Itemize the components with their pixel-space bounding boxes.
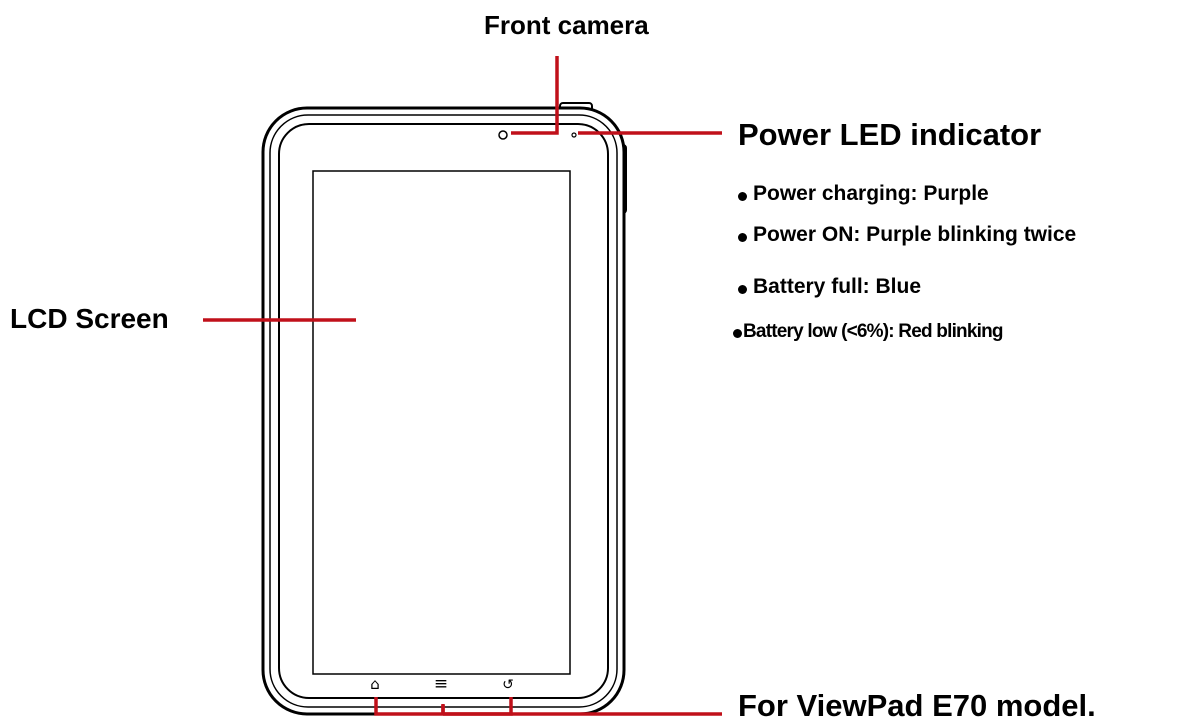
led-state-item: Power ON: Purple blinking twice <box>738 224 1076 245</box>
led-state-item: Power charging: Purple <box>738 183 989 204</box>
bullet-icon <box>738 192 747 201</box>
led-state-text: Battery full: Blue <box>753 275 922 298</box>
led-state-item: Battery full: Blue <box>738 276 921 297</box>
callout-lines <box>203 56 722 716</box>
front-camera-lens <box>498 130 508 140</box>
tablet-front-face <box>278 123 609 699</box>
lcd-screen-label: LCD Screen <box>10 303 169 334</box>
front-camera-label: Front camera <box>484 10 649 40</box>
led-state-text: Power charging: Purple <box>753 182 989 205</box>
led-state-text: Power ON: Purple blinking twice <box>753 223 1077 246</box>
power-led-label: Power LED indicator <box>738 117 1042 152</box>
bullet-icon <box>733 329 742 338</box>
menu-icon: ≡ <box>434 674 448 694</box>
front-camera-callout <box>511 56 559 135</box>
model-note-label: For ViewPad E70 model. <box>738 688 1096 723</box>
bullet-icon <box>738 285 747 294</box>
led-state-item: Battery low (<6%): Red blinking <box>733 321 1004 342</box>
back-icon: ↺ <box>502 677 514 693</box>
home-icon: ⌂ <box>370 675 380 693</box>
bullet-icon <box>738 233 747 242</box>
power-led <box>571 132 577 138</box>
led-state-text: Battery low (<6%): Red blinking <box>743 321 1004 342</box>
lcd-screen <box>312 170 571 675</box>
